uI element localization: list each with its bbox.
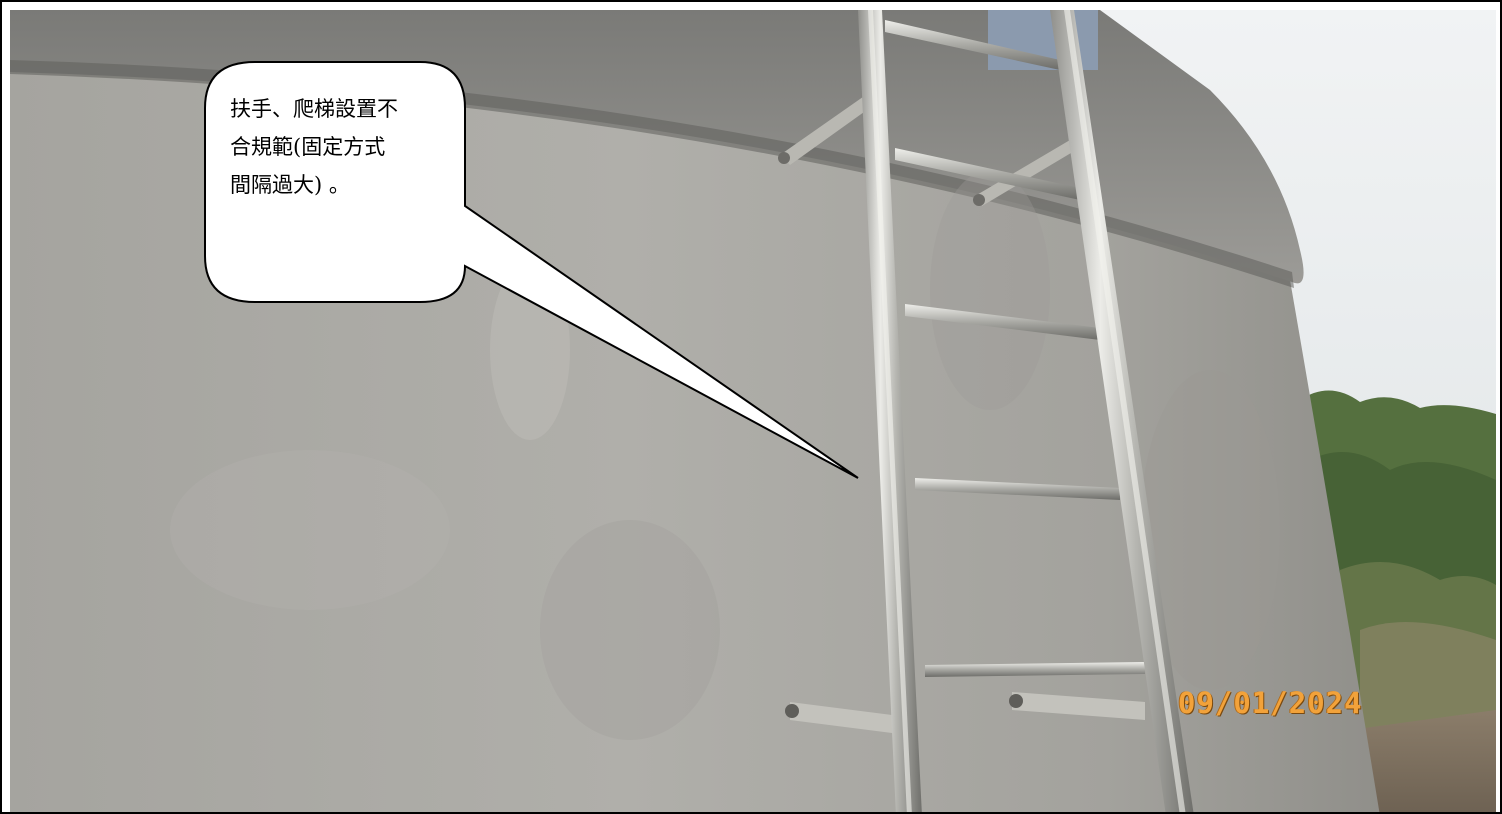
bracket-upper-right xyxy=(975,140,1076,206)
bracket-lower-left xyxy=(790,702,900,734)
ladder-right-rail xyxy=(1050,10,1194,812)
scene-illustration xyxy=(10,10,1496,812)
site-photo xyxy=(10,10,1496,812)
date-stamp: 09/01/2024 xyxy=(1178,686,1363,720)
callout-bubble xyxy=(204,61,859,479)
ladder-rungs xyxy=(885,20,1145,677)
ground xyxy=(1350,710,1496,812)
bracket-lower-right xyxy=(1012,692,1145,720)
bracket-upper-left xyxy=(780,92,878,165)
callout-text: 扶手、爬梯設置不 合規範(固定方式 間隔過大) 。 xyxy=(230,97,398,197)
